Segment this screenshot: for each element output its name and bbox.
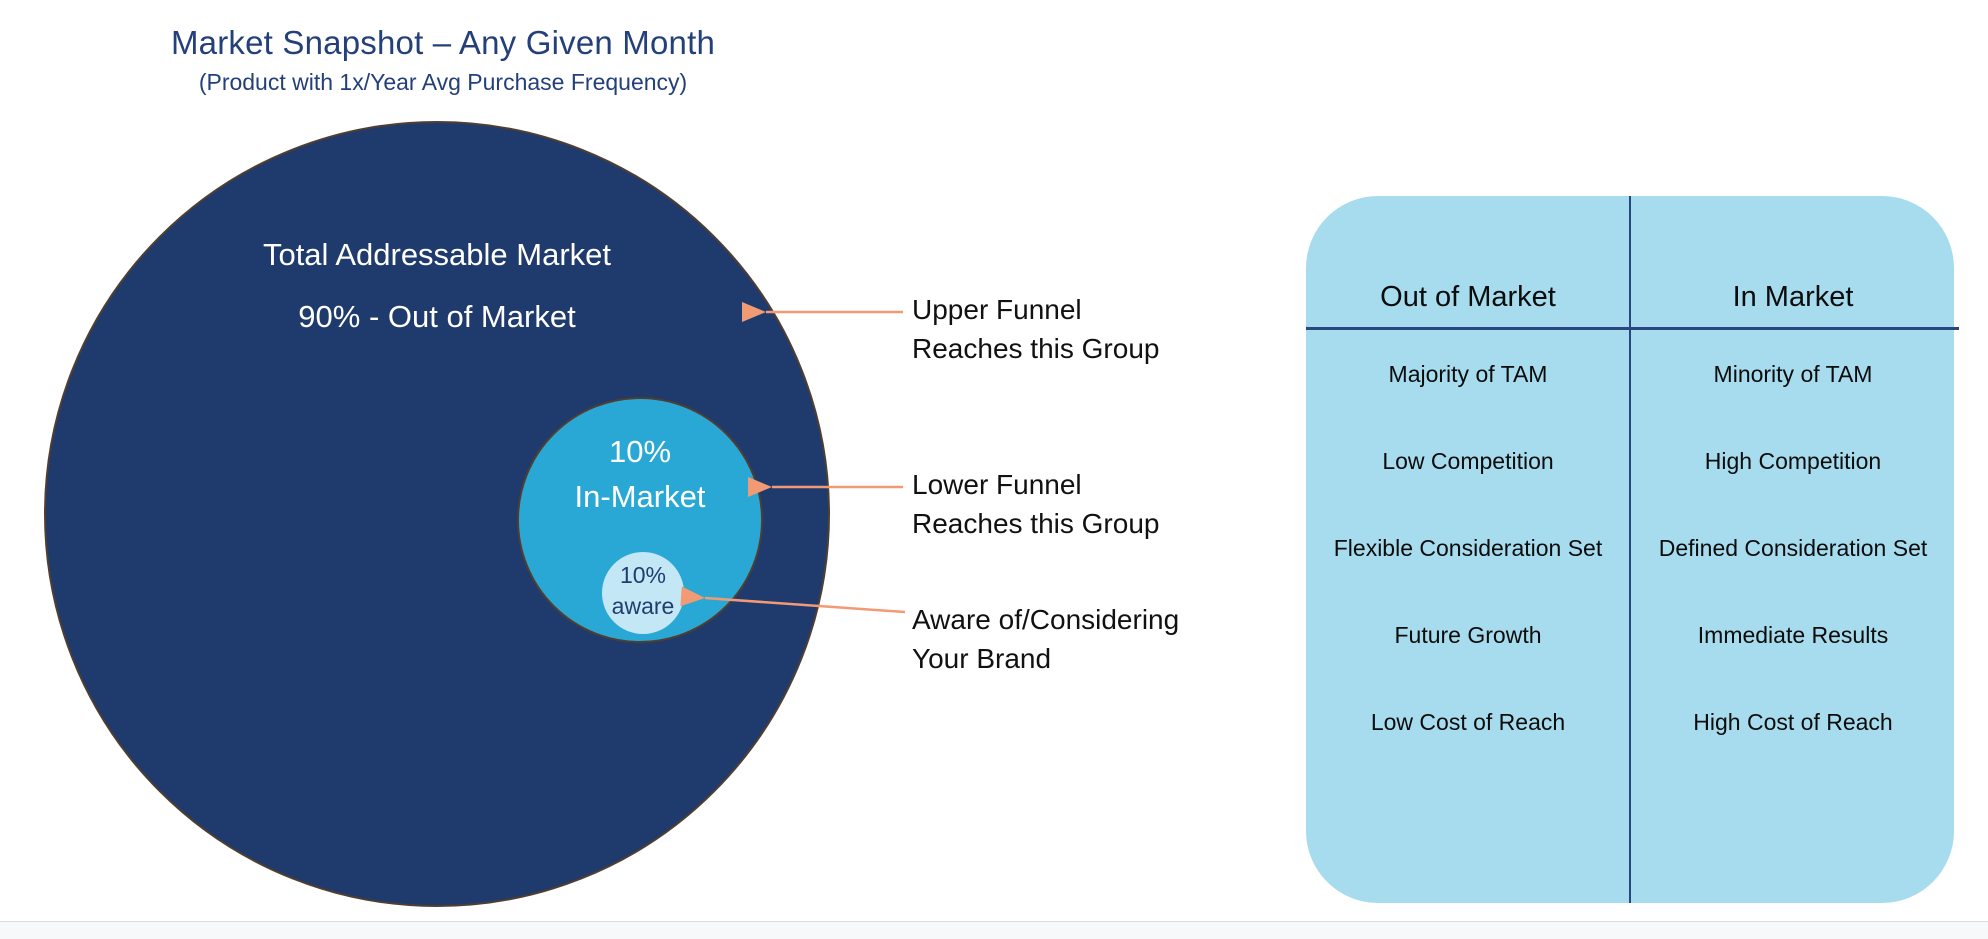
table-cell: Low Cost of Reach: [1370, 708, 1566, 735]
tam-label: Total Addressable Market: [262, 237, 612, 272]
in-market-column: In Market Minority of TAM High Competiti…: [1631, 196, 1955, 903]
upper-funnel-callout: Upper Funnel Reaches this Group: [912, 290, 1212, 368]
title-block: Market Snapshot – Any Given Month (Produ…: [130, 24, 756, 96]
callout-line: Reaches this Group: [912, 508, 1160, 539]
callout-line: Reaches this Group: [912, 333, 1160, 364]
table-cell: Defined Consideration Set: [1658, 534, 1928, 561]
table-cell: Flexible Consideration Set: [1333, 534, 1603, 561]
column-header: In Market: [1732, 281, 1854, 313]
column-header: Out of Market: [1380, 281, 1556, 313]
market-comparison-table: Out of Market Majority of TAM Low Compet…: [1306, 196, 1959, 903]
table-column-divider: [1629, 196, 1631, 903]
slide-bottom-edge: [0, 921, 1988, 939]
out-of-market-percent-label: 90% - Out of Market: [298, 299, 576, 334]
lower-funnel-callout: Lower Funnel Reaches this Group: [912, 465, 1212, 543]
aware-circle: 10% aware: [602, 552, 684, 634]
callout-line: Aware of/Considering: [912, 604, 1180, 635]
page-title: Market Snapshot – Any Given Month: [170, 24, 716, 61]
table-cell: High Cost of Reach: [1693, 708, 1893, 735]
page-subtitle: (Product with 1x/Year Avg Purchase Frequ…: [198, 69, 688, 95]
callout-line: Upper Funnel: [912, 294, 1082, 325]
aware-percent-label: 10%: [619, 562, 667, 588]
table-cell: Future Growth: [1394, 621, 1542, 648]
out-of-market-column: Out of Market Majority of TAM Low Compet…: [1306, 196, 1630, 903]
in-market-percent-label: 10%: [608, 434, 672, 469]
in-market-label: In-Market: [574, 479, 706, 514]
table-cell: Minority of TAM: [1713, 360, 1873, 387]
callout-line: Lower Funnel: [912, 469, 1082, 500]
table-cell: Majority of TAM: [1388, 360, 1548, 387]
aware-label: aware: [611, 593, 675, 619]
table-cell: High Competition: [1704, 447, 1882, 474]
aware-callout: Aware of/Considering Your Brand: [912, 600, 1212, 678]
table-cell: Immediate Results: [1697, 621, 1889, 648]
table-cell: Low Competition: [1382, 447, 1554, 474]
table-header-divider: [1306, 327, 1959, 330]
callout-line: Your Brand: [912, 643, 1052, 674]
